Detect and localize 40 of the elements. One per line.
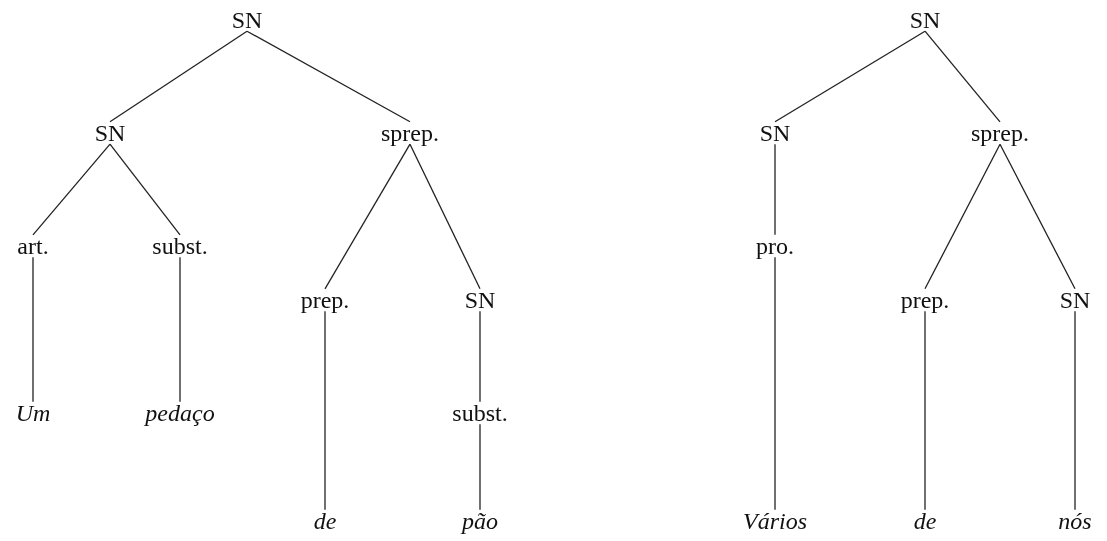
tree-branch: [179, 256, 181, 403]
tree-branch: [109, 30, 248, 123]
word-label: nós: [1058, 507, 1092, 535]
category-label: art.: [17, 232, 49, 260]
tree-branch: [774, 256, 776, 511]
tree-branch: [109, 143, 181, 236]
category-label: SN: [1059, 286, 1091, 314]
word-label: pedaço: [145, 399, 215, 427]
category-label: subst.: [152, 232, 208, 260]
category-label: SN: [94, 119, 126, 147]
word-label: de: [313, 507, 337, 535]
category-label: prep.: [300, 286, 350, 314]
tree-branch: [246, 30, 411, 123]
category-label: SN: [464, 286, 496, 314]
tree-branch: [324, 143, 411, 290]
tree-branch: [324, 310, 326, 511]
tree-branch: [774, 30, 926, 123]
word-label: Um: [15, 399, 51, 427]
tree-branch: [32, 256, 34, 403]
word-label: pão: [462, 507, 498, 535]
tree-branch: [924, 143, 1001, 290]
tree-branch: [924, 310, 926, 511]
tree-branch: [409, 143, 481, 290]
tree-branch: [774, 143, 776, 236]
tree-branch: [479, 423, 481, 511]
category-label: pro.: [756, 232, 794, 260]
word-label: Vários: [743, 507, 807, 535]
tree-branch: [32, 143, 111, 236]
tree-branch: [999, 143, 1076, 290]
category-label: SN: [231, 6, 263, 34]
category-label: sprep.: [381, 119, 439, 147]
category-label: subst.: [452, 399, 508, 427]
category-label: SN: [909, 6, 941, 34]
category-label: sprep.: [971, 119, 1029, 147]
tree-branch: [924, 30, 1001, 123]
tree-branch: [1074, 310, 1076, 511]
word-label: de: [913, 507, 937, 535]
tree-branch: [479, 310, 481, 403]
category-label: SN: [759, 119, 791, 147]
category-label: prep.: [900, 286, 950, 314]
